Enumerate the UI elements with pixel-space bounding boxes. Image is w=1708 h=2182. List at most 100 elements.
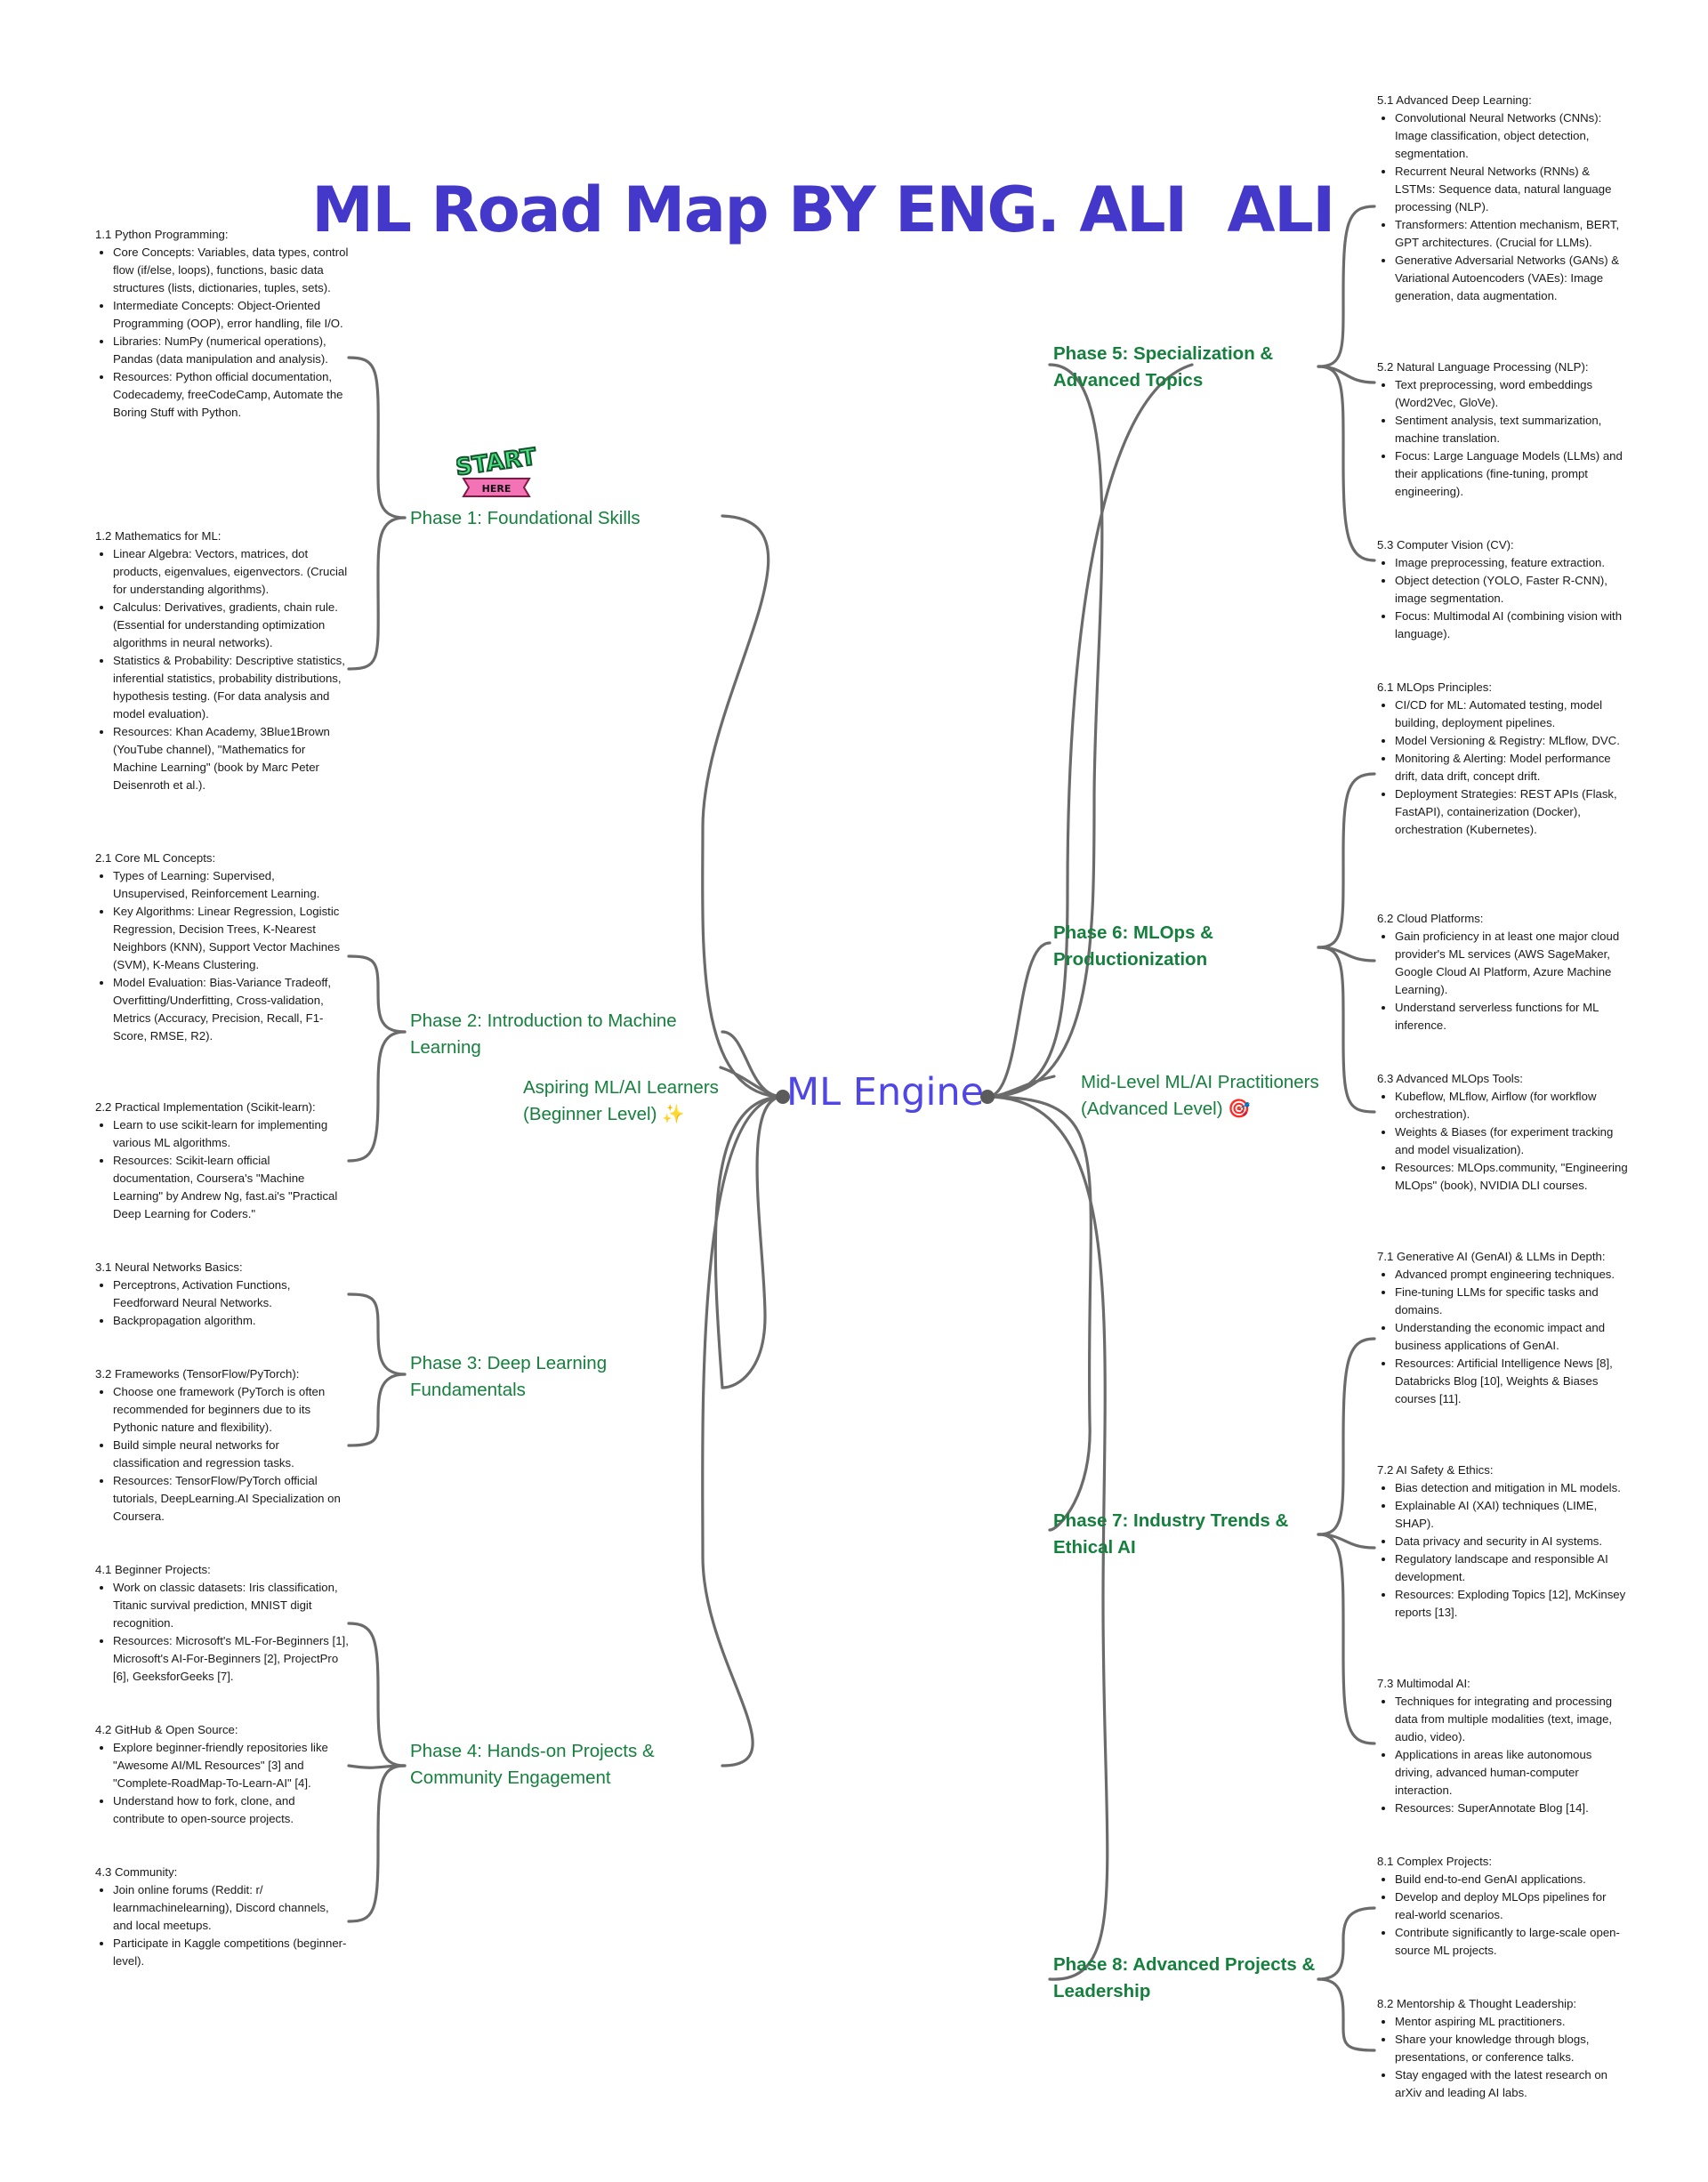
bullet-item: Choose one framework (PyTorch is often r… bbox=[113, 1383, 349, 1437]
block-7-2: 7.2 AI Safety & Ethics: Bias detection an… bbox=[1377, 1461, 1631, 1622]
bullet-item: Model Evaluation: Bias-Variance Tradeoff… bbox=[113, 974, 349, 1045]
block-heading: 4.2 GitHub & Open Source: bbox=[95, 1723, 238, 1736]
phase-6: Phase 6: MLOps & Productionization bbox=[1053, 922, 1213, 970]
block-5-3: 5.3 Computer Vision (CV): Image preproces… bbox=[1377, 536, 1631, 643]
block-bullet-list: Text preprocessing, word embeddings (Wor… bbox=[1377, 376, 1631, 501]
block-bullet-list: Gain proficiency in at least one major c… bbox=[1377, 928, 1631, 1035]
bullet-item: Types of Learning: Supervised, Unsupervi… bbox=[113, 867, 349, 903]
bullet-item: Deployment Strategies: REST APIs (Flask,… bbox=[1395, 785, 1631, 839]
center-node: ML Engineer bbox=[786, 1070, 984, 1115]
block-bullet-list: Perceptrons, Activation Functions, Feedf… bbox=[95, 1276, 349, 1330]
bullet-item: Understand serverless functions for ML i… bbox=[1395, 999, 1631, 1035]
block-heading: 3.1 Neural Networks Basics: bbox=[95, 1260, 243, 1274]
bullet-item: Convolutional Neural Networks (CNNs): Im… bbox=[1395, 109, 1631, 163]
bullet-item: Recurrent Neural Networks (RNNs) & LSTMs… bbox=[1395, 163, 1631, 216]
block-heading: 7.2 AI Safety & Ethics: bbox=[1377, 1463, 1494, 1477]
bullet-item: Resources: Khan Academy, 3Blue1Brown (Yo… bbox=[113, 723, 349, 794]
bullet-item: Understanding the economic impact and bu… bbox=[1395, 1319, 1631, 1355]
block-bullet-list: Techniques for integrating and processin… bbox=[1377, 1693, 1631, 1817]
block-6-1: 6.1 MLOps Principles: CI/CD for ML: Autom… bbox=[1377, 679, 1631, 839]
block-bullet-list: Work on classic datasets: Iris classific… bbox=[95, 1579, 349, 1686]
block-8-1: 8.1 Complex Projects: Build end-to-end Ge… bbox=[1377, 1853, 1631, 1960]
bullet-item: Build simple neural networks for classif… bbox=[113, 1437, 349, 1472]
bullet-item: Share your knowledge through blogs, pres… bbox=[1395, 2031, 1631, 2066]
level-advanced: Mid-Level ML/AI Practitioners (Advanced … bbox=[1081, 1072, 1319, 1119]
hub-left-dot bbox=[776, 1090, 790, 1104]
block-heading: 6.3 Advanced MLOps Tools: bbox=[1377, 1072, 1523, 1085]
block-heading: 7.3 Multimodal AI: bbox=[1377, 1677, 1470, 1690]
bullet-item: Join online forums (Reddit: r/ learnmach… bbox=[113, 1881, 349, 1935]
start-badge-top: START bbox=[456, 444, 536, 481]
bullet-item: CI/CD for ML: Automated testing, model b… bbox=[1395, 696, 1631, 732]
block-7-1: 7.1 Generative AI (GenAI) & LLMs in Dept… bbox=[1377, 1248, 1631, 1408]
block-bullet-list: Join online forums (Reddit: r/ learnmach… bbox=[95, 1881, 349, 1970]
bullet-item: Understand how to fork, clone, and contr… bbox=[113, 1792, 349, 1828]
start-badge-bottom: HERE bbox=[482, 483, 512, 495]
block-bullet-list: Build end-to-end GenAI applications.Deve… bbox=[1377, 1871, 1631, 1960]
bullet-item: Participate in Kaggle competitions (begi… bbox=[113, 1935, 349, 1970]
block-bullet-list: Image preprocessing, feature extraction.… bbox=[1377, 554, 1631, 643]
block-bullet-list: Kubeflow, MLflow, Airflow (for workflow … bbox=[1377, 1088, 1631, 1195]
block-heading: 1.1 Python Programming: bbox=[95, 228, 229, 241]
block-4-1: 4.1 Beginner Projects:Work on classic da… bbox=[95, 1561, 349, 1686]
bullet-item: Statistics & Probability: Descriptive st… bbox=[113, 652, 349, 723]
bullet-item: Resources: Artificial Intelligence News … bbox=[1395, 1355, 1631, 1408]
phase-8: Phase 8: Advanced Projects & Leadership bbox=[1053, 1954, 1316, 2001]
bullet-item: Data privacy and security in AI systems. bbox=[1395, 1533, 1631, 1550]
block-bullet-list: Bias detection and mitigation in ML mode… bbox=[1377, 1479, 1631, 1622]
block-heading: 8.1 Complex Projects: bbox=[1377, 1855, 1492, 1868]
bullet-item: Intermediate Concepts: Object-Oriented P… bbox=[113, 297, 349, 333]
block-8-2: 8.2 Mentorship & Thought Leadership:Ment… bbox=[1377, 1995, 1631, 2102]
block-bullet-list: Learn to use scikit-learn for implementi… bbox=[95, 1116, 349, 1223]
block-bullet-list: Choose one framework (PyTorch is often r… bbox=[95, 1383, 349, 1526]
phase-2: Phase 2: Introduction to Machine Learnin… bbox=[410, 1010, 677, 1058]
start-here-badge: START HERE bbox=[453, 443, 539, 505]
block-5-2: 5.2 Natural Language Processing (NLP):Te… bbox=[1377, 358, 1631, 501]
bullet-item: Resources: MLOps.community, "Engineering… bbox=[1395, 1159, 1631, 1195]
block-heading: 5.3 Computer Vision (CV): bbox=[1377, 538, 1514, 552]
block-bullet-list: CI/CD for ML: Automated testing, model b… bbox=[1377, 696, 1631, 839]
bullet-item: Build end-to-end GenAI applications. bbox=[1395, 1871, 1631, 1888]
block-bullet-list: Types of Learning: Supervised, Unsupervi… bbox=[95, 867, 349, 1045]
phase-7: Phase 7: Industry Trends & Ethical AI bbox=[1053, 1510, 1289, 1558]
bullet-item: Kubeflow, MLflow, Airflow (for workflow … bbox=[1395, 1088, 1631, 1123]
bullet-item: Explore beginner-friendly repositories l… bbox=[113, 1739, 349, 1792]
bullet-item: Techniques for integrating and processin… bbox=[1395, 1693, 1631, 1746]
bullet-item: Monitoring & Alerting: Model performance… bbox=[1395, 750, 1631, 785]
bullet-item: Gain proficiency in at least one major c… bbox=[1395, 928, 1631, 999]
block-heading: 2.2 Practical Implementation (Scikit-lea… bbox=[95, 1100, 316, 1114]
phase-3: Phase 3: Deep Learning Fundamentals bbox=[410, 1353, 608, 1400]
bullet-item: Bias detection and mitigation in ML mode… bbox=[1395, 1479, 1631, 1497]
bullet-item: Libraries: NumPy (numerical operations),… bbox=[113, 333, 349, 368]
block-bullet-list: Core Concepts: Variables, data types, co… bbox=[95, 244, 349, 422]
bullet-item: Regulatory landscape and responsible AI … bbox=[1395, 1550, 1631, 1586]
block-heading: 6.1 MLOps Principles: bbox=[1377, 680, 1492, 694]
block-7-3: 7.3 Multimodal AI: Techniques for integra… bbox=[1377, 1675, 1631, 1817]
block-3-1: 3.1 Neural Networks Basics: Perceptrons, … bbox=[95, 1259, 349, 1330]
bullet-item: Focus: Large Language Models (LLMs) and … bbox=[1395, 447, 1631, 501]
block-3-2: 3.2 Frameworks (TensorFlow/PyTorch):Choo… bbox=[95, 1365, 349, 1526]
hub-right-dot bbox=[980, 1090, 995, 1104]
block-6-3: 6.3 Advanced MLOps Tools: Kubeflow, MLflo… bbox=[1377, 1070, 1631, 1195]
block-bullet-list: Convolutional Neural Networks (CNNs): Im… bbox=[1377, 109, 1631, 305]
bullet-item: Resources: TensorFlow/PyTorch official t… bbox=[113, 1472, 349, 1526]
bullet-item: Text preprocessing, word embeddings (Wor… bbox=[1395, 376, 1631, 412]
block-4-3: 4.3 Community:Join online forums (Reddit… bbox=[95, 1864, 349, 1970]
phase-4: Phase 4: Hands-on Projects & Community E… bbox=[410, 1741, 655, 1788]
block-heading: 2.1 Core ML Concepts: bbox=[95, 851, 216, 865]
block-bullet-list: Advanced prompt engineering techniques.F… bbox=[1377, 1266, 1631, 1408]
bullet-item: Model Versioning & Registry: MLflow, DVC… bbox=[1395, 732, 1631, 750]
page-title: ML Road Map BY ENG. ALI ALI bbox=[311, 173, 1335, 246]
bullet-item: Image preprocessing, feature extraction. bbox=[1395, 554, 1631, 572]
block-2-2: 2.2 Practical Implementation (Scikit-lea… bbox=[95, 1099, 349, 1223]
bullet-item: Fine-tuning LLMs for specific tasks and … bbox=[1395, 1284, 1631, 1319]
bullet-item: Sentiment analysis, text summarization, … bbox=[1395, 412, 1631, 447]
bullet-item: Key Algorithms: Linear Regression, Logis… bbox=[113, 903, 349, 974]
block-5-1: 5.1 Advanced Deep Learning: Convolutional… bbox=[1377, 92, 1631, 305]
bullet-item: Weights & Biases (for experiment trackin… bbox=[1395, 1123, 1631, 1159]
bullet-item: Learn to use scikit-learn for implementi… bbox=[113, 1116, 349, 1152]
block-bullet-list: Mentor aspiring ML practitioners.Share y… bbox=[1377, 2013, 1631, 2102]
block-heading: 5.1 Advanced Deep Learning: bbox=[1377, 93, 1532, 107]
block-1-2: 1.2 Mathematics for ML:Linear Algebra: V… bbox=[95, 527, 349, 794]
block-heading: 1.2 Mathematics for ML: bbox=[95, 529, 222, 543]
